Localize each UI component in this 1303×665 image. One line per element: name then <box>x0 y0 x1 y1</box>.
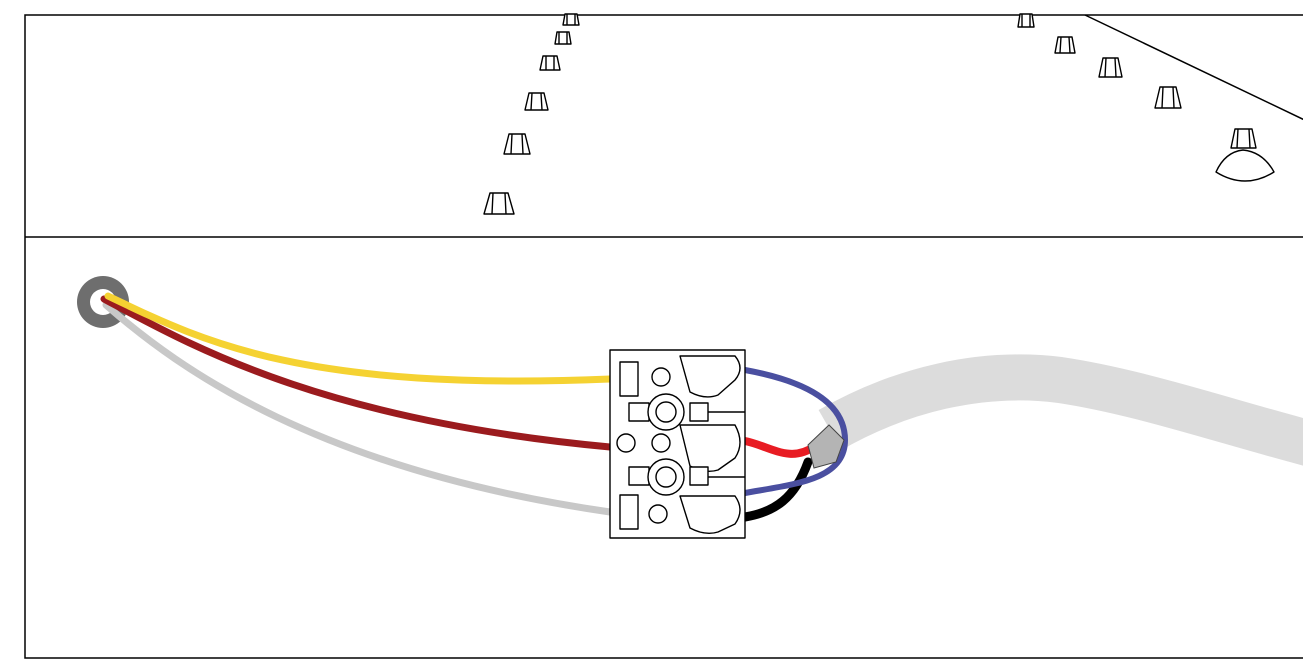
ceiling-view-panel <box>483 13 1303 215</box>
terminal-screw-1 <box>651 367 671 387</box>
terminal-screw-3 <box>648 504 668 524</box>
terminal-clamp-screw-1 <box>655 401 677 423</box>
terminal-lever-1 <box>679 355 741 398</box>
terminal-clamp-tab-2 <box>689 466 709 486</box>
terminal-clamp-1 <box>628 402 650 422</box>
recessed-light <box>503 133 531 155</box>
terminal-clamp-screw-2 <box>655 466 677 488</box>
wire-blue-loop <box>742 367 849 496</box>
recessed-light <box>562 13 580 26</box>
wire-black <box>740 457 813 522</box>
wire-light-grey <box>102 301 614 516</box>
diagram-frame <box>24 14 1303 659</box>
recessed-light <box>539 55 561 71</box>
terminal-screw-2 <box>651 433 671 453</box>
wire-yellow <box>104 292 614 385</box>
terminal-entry-3 <box>619 494 639 530</box>
wire-dark-red <box>100 295 614 451</box>
recessed-light <box>483 192 515 215</box>
terminal-entry-2 <box>616 433 636 453</box>
recessed-light-row-left <box>483 13 580 215</box>
terminal-clamp-2 <box>628 466 650 486</box>
ceiling-slope-line <box>1084 14 1303 121</box>
terminal-entry-1 <box>619 361 639 397</box>
supply-cable-sheath <box>818 354 1303 466</box>
supply-cable-end <box>807 424 845 469</box>
pendant-light <box>1215 128 1275 182</box>
recessed-light <box>1054 36 1076 54</box>
wiring-view-panel <box>77 276 1303 539</box>
pendant-light-shade <box>1215 149 1275 182</box>
recessed-light-row-right <box>1017 13 1182 109</box>
recessed-light <box>1154 86 1182 109</box>
wire-red <box>741 437 819 458</box>
recessed-light <box>1017 13 1035 28</box>
terminal-clamp-tab-1 <box>689 402 709 422</box>
recessed-light <box>1098 57 1123 78</box>
recessed-light <box>554 31 572 45</box>
recessed-light <box>524 92 549 111</box>
terminal-block <box>609 349 746 539</box>
pendant-light-canopy <box>1230 128 1257 149</box>
terminal-lever-3 <box>679 495 741 535</box>
